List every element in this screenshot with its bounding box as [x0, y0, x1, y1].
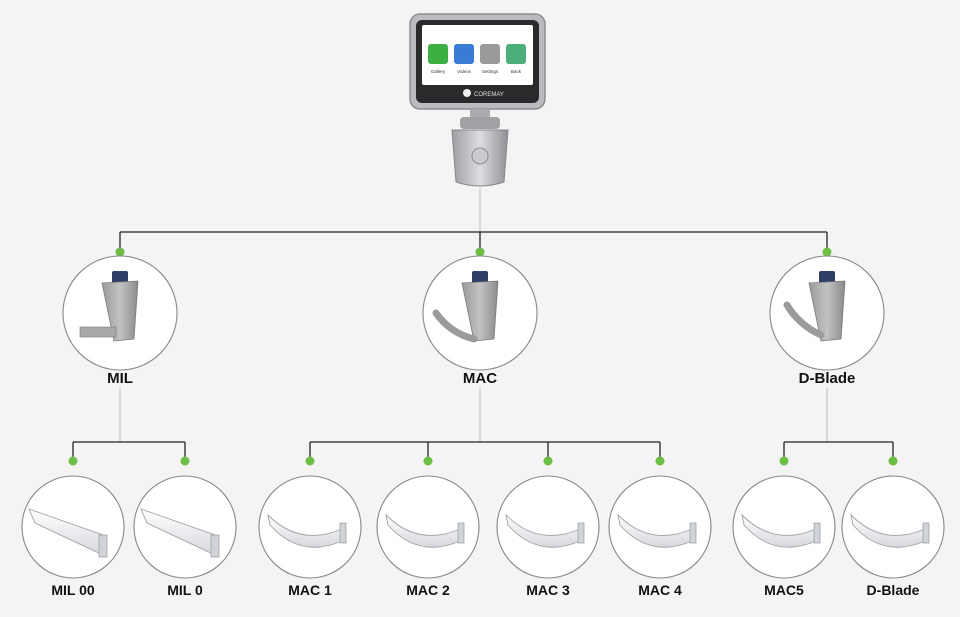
node-label: D-Blade — [866, 582, 920, 598]
screen-tile-label: Videos — [457, 69, 471, 74]
node-dot — [543, 456, 553, 466]
device-screen — [422, 25, 533, 85]
screen-tile-4 — [506, 44, 526, 64]
screen-tile-label: Back — [511, 69, 522, 74]
blade-2-0-image — [732, 475, 836, 579]
node-dot — [305, 456, 315, 466]
blade-1-2-image — [496, 475, 600, 579]
node-label: MIL 00 — [51, 582, 95, 598]
power-button-icon — [471, 147, 489, 165]
node-dot — [779, 456, 789, 466]
node-label: MIL — [107, 370, 133, 387]
node-dot — [475, 247, 485, 257]
node-label: MAC 1 — [288, 582, 332, 598]
category-2-image — [769, 255, 885, 371]
blade-1-0-image — [258, 475, 362, 579]
node-dot — [68, 456, 78, 466]
node-label: MAC 2 — [406, 582, 450, 598]
node-dot — [423, 456, 433, 466]
node-dot — [888, 456, 898, 466]
blade-0-0-image — [21, 475, 125, 579]
screen-tile-label: Settings — [482, 69, 499, 74]
video-laryngoscope-monitor: Gallery Videos Settings Back COREMAY — [409, 13, 546, 187]
node-dot — [655, 456, 665, 466]
category-0-image — [62, 255, 178, 371]
category-1-image — [422, 255, 538, 371]
connector-lines — [72, 188, 894, 461]
blade-1-3-image — [608, 475, 712, 579]
node-label: MAC — [462, 370, 498, 387]
blade-2-1-image — [841, 475, 945, 579]
node-label: MAC 4 — [638, 582, 682, 598]
screen-tile-1 — [428, 44, 448, 64]
screen-tile-2 — [454, 44, 474, 64]
node-label: MAC5 — [764, 582, 804, 598]
node-label: D-Blade — [798, 370, 856, 387]
blade-1-1-image — [376, 475, 480, 579]
brand-logo-icon — [463, 89, 471, 97]
brand-name: COREMAY — [474, 92, 504, 98]
node-label: MIL 0 — [167, 582, 203, 598]
node-dot — [822, 247, 832, 257]
screen-tile-3 — [480, 44, 500, 64]
screen-tile-label: Gallery — [431, 69, 446, 74]
blade-0-1-image — [133, 475, 237, 579]
node-dot — [180, 456, 190, 466]
node-label: MAC 3 — [526, 582, 570, 598]
node-dot — [115, 247, 125, 257]
